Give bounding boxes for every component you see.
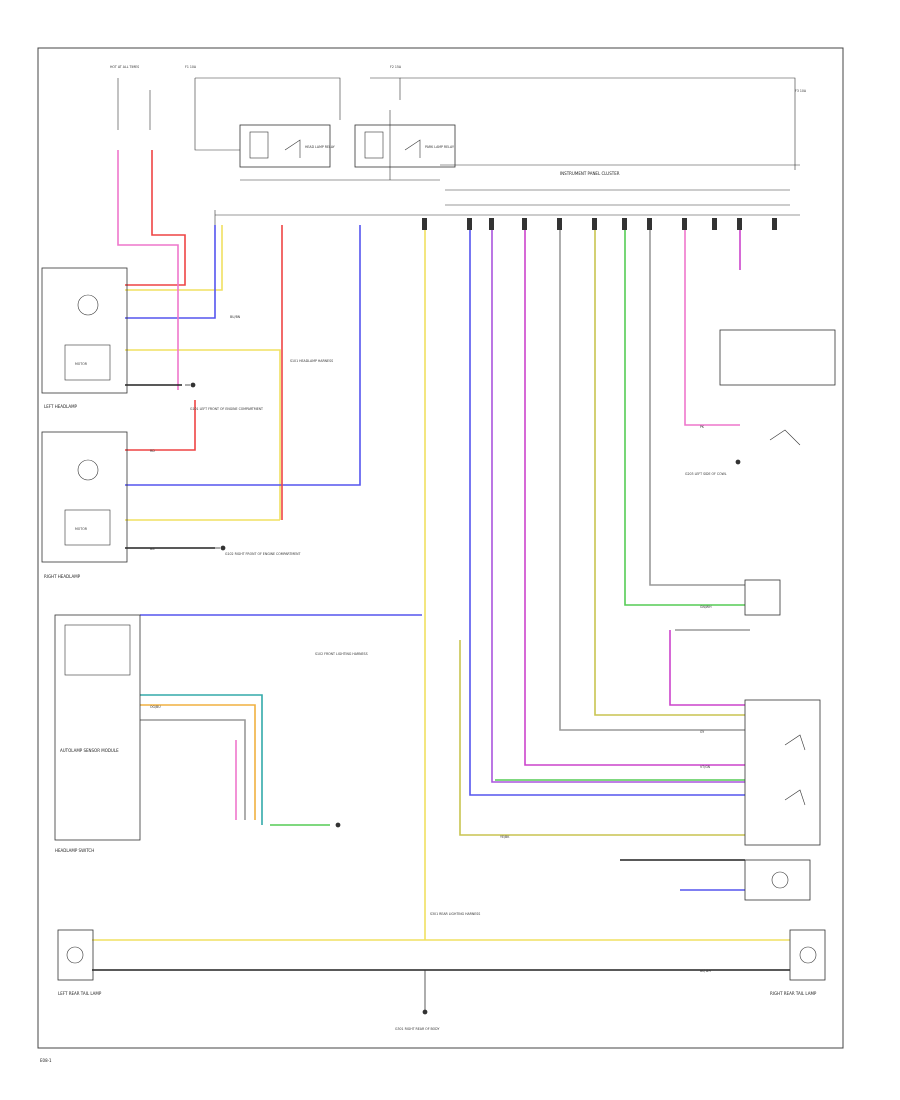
wire-violet-2	[524, 225, 745, 766]
ground-symbols	[185, 382, 741, 1015]
wire-label-10: BN	[150, 547, 155, 551]
fuse-label-2: F1 10A	[185, 65, 197, 69]
wire-magenta-3	[669, 630, 745, 706]
wire-pink-2	[684, 225, 740, 426]
parklamp-relay: PARK LAMP RELAY	[354, 124, 456, 168]
wire-label-4: PK	[700, 425, 705, 429]
wire-blue-1	[125, 225, 361, 486]
left-headlamp: MOTOR LEFT HEADLAMP	[41, 267, 128, 409]
wire-gray-2	[649, 225, 745, 586]
wire-label-2: BU/BN	[230, 315, 241, 319]
splice-label-3: S301 REAR LIGHTING HARNESS	[430, 912, 480, 916]
wire-gray-1	[559, 225, 745, 731]
right-headlamp-caption: RIGHT HEADLAMP	[44, 574, 81, 579]
relay-label-2: PARK LAMP RELAY	[425, 145, 454, 149]
wire-red-main	[125, 150, 186, 286]
splice-label-2: S102 FRONT LIGHTING HARNESS	[315, 652, 368, 656]
splice-label-1: S101 HEADLAMP HARNESS	[290, 359, 333, 363]
wire-orange-1	[140, 704, 256, 820]
wire-label-1: YE/BK	[500, 835, 510, 839]
wire-gray-3	[140, 719, 246, 820]
instrument-cluster-caption: INSTRUMENT PANEL CLUSTER	[560, 171, 620, 176]
wire-olive-2	[459, 640, 745, 836]
wire-yellow-upper	[125, 225, 223, 291]
wire-label-6: GN/WH	[700, 605, 712, 609]
wire-label-8: OG/BU	[150, 705, 161, 709]
headlamp-switch-assembly: HEADLAMP SWITCH AUTOLAMP SENSOR MODULE	[54, 614, 141, 853]
wire-color-labels: YE/BK BU/BN RD PK VT/GN GN/WH BK/WH OG/B…	[150, 315, 712, 973]
diagram-border	[37, 47, 844, 1049]
wire-blue-2	[125, 225, 216, 319]
right-rear-lamp-caption: RIGHT REAR TAIL LAMP	[770, 991, 817, 996]
colored-wires	[92, 150, 790, 971]
right-headlamp-motor-label: MOTOR	[75, 527, 88, 531]
wire-label-9: GY	[700, 730, 704, 734]
headlamp-relay: HEAD LAMP RELAY	[239, 124, 335, 168]
wire-yellow-hl-top	[125, 349, 281, 520]
switch-assembly-caption: HEADLAMP SWITCH	[55, 848, 94, 853]
fuse-label-4: F3 10A	[795, 89, 807, 93]
wire-green-1	[624, 225, 745, 606]
fuse-label-3: F2 15A	[390, 65, 402, 69]
footer-code: E08-1	[40, 1058, 52, 1063]
wire-label-5: VT/GN	[700, 765, 711, 769]
wire-olive-1	[594, 225, 745, 716]
wire-violet-1	[491, 225, 745, 783]
autolamp-caption: AUTOLAMP SENSOR MODULE	[60, 748, 119, 753]
left-rear-lamp-caption: LEFT REAR TAIL LAMP	[58, 991, 102, 996]
wire-label-7: BK/WH	[700, 969, 712, 973]
left-rear-lamp: LEFT REAR TAIL LAMP	[57, 929, 102, 996]
ground-label-3: G301 RIGHT REAR OF BODY	[395, 1027, 439, 1031]
ground-label-1: G101 LEFT FRONT OF ENGINE COMPARTMENT	[190, 407, 263, 411]
relay-label-1: HEAD LAMP RELAY	[305, 145, 335, 149]
left-headlamp-caption: LEFT HEADLAMP	[44, 404, 78, 409]
right-headlamp: MOTOR RIGHT HEADLAMP	[41, 431, 128, 579]
ground-label-4: G203 LEFT SIDE OF COWL	[685, 472, 727, 476]
instrument-cluster-connector: INSTRUMENT PANEL CLUSTER	[445, 171, 790, 206]
right-components	[719, 329, 836, 901]
wire-pink-1	[117, 150, 179, 390]
ground-label-2: G102 RIGHT FRONT OF ENGINE COMPARTMENT	[225, 552, 300, 556]
wire-teal-1	[140, 694, 263, 825]
wire-blue-4	[469, 225, 745, 796]
wire-label-3: RD	[150, 449, 155, 453]
pin-marks	[422, 218, 777, 230]
fuse-relay-box: HOT AT ALL TIMES F1 10A F2 15A F3 10A HE…	[110, 65, 807, 225]
ground-labels: G101 LEFT FRONT OF ENGINE COMPARTMENT G1…	[190, 359, 727, 1031]
right-rear-lamp: RIGHT REAR TAIL LAMP	[770, 929, 826, 996]
fuse-label-1: HOT AT ALL TIMES	[110, 65, 139, 69]
left-headlamp-motor-label: MOTOR	[75, 362, 88, 366]
wire-red-3	[125, 400, 196, 451]
